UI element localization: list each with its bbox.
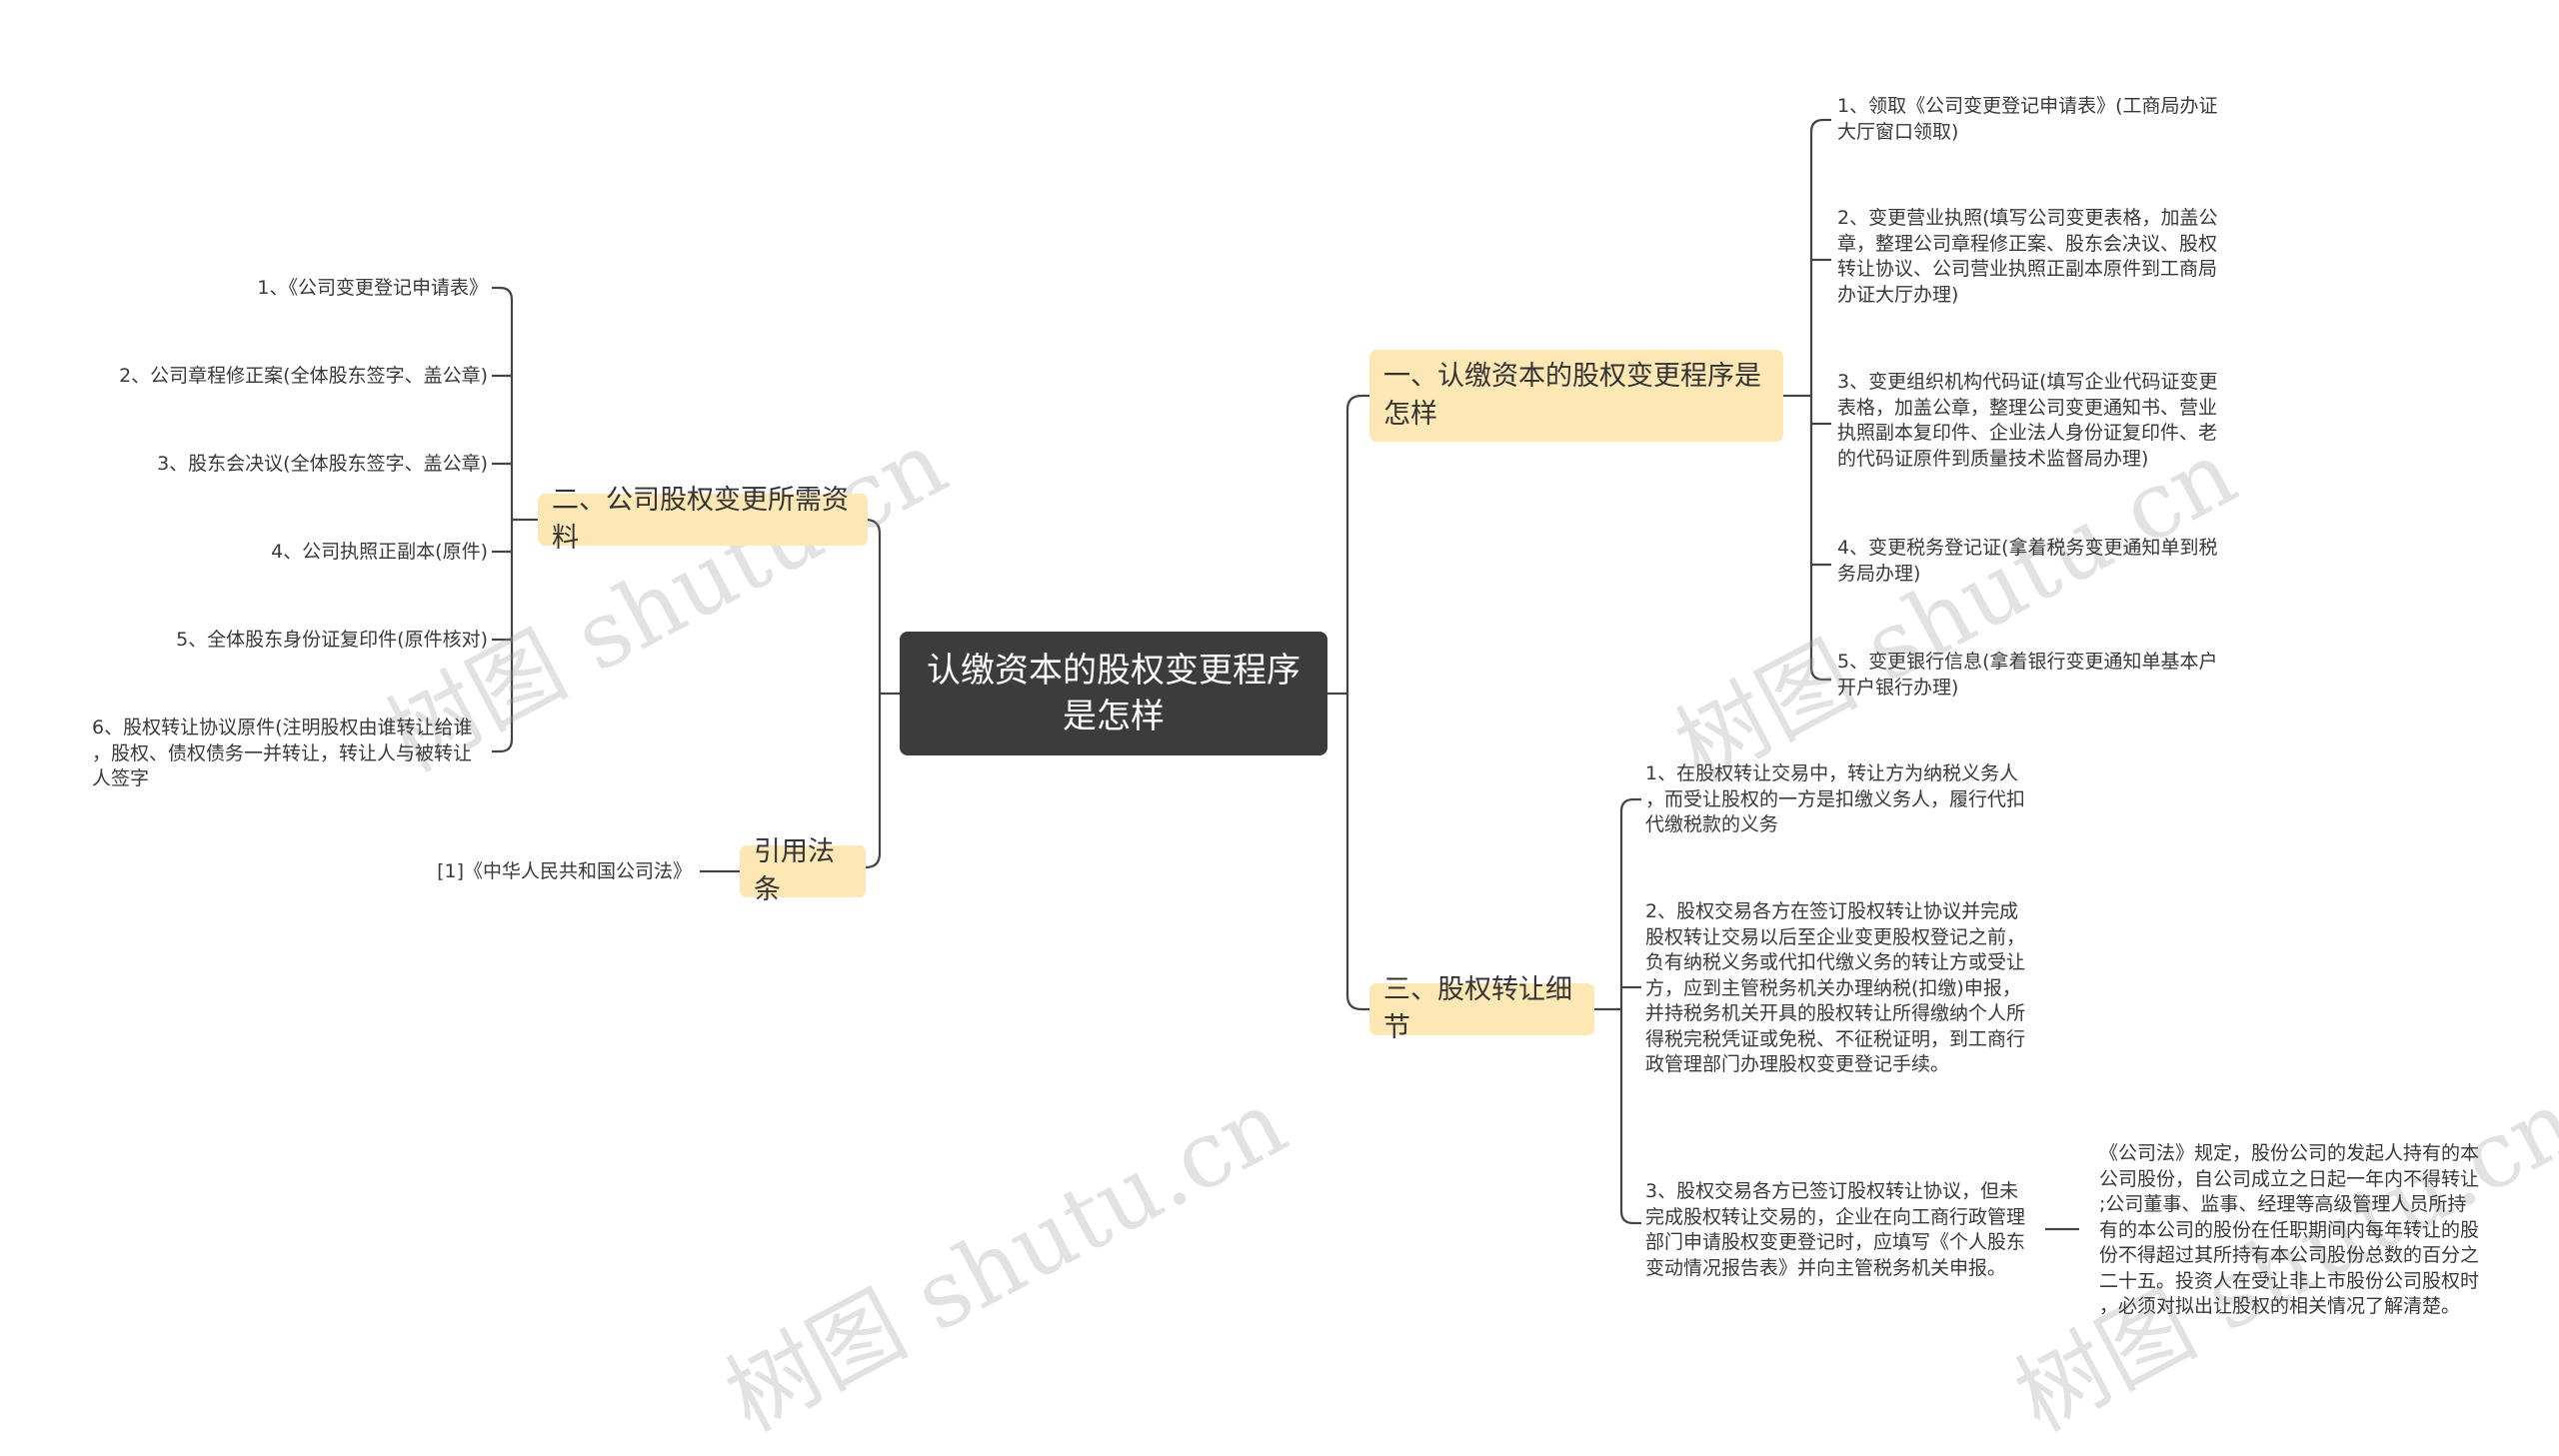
branch-procedure[interactable]: 一、认缴资本的股权变更程序是怎样 [1369, 350, 1783, 442]
branch-cited-law-label: 引用法条 [754, 836, 835, 905]
cited-law-item: [1]《中华人民共和国公司法》 [437, 860, 692, 882]
procedure-step-2: 2、变更营业执照(填写公司变更表格，加盖公 章，整理公司章程修正案、股东会决议、… [1837, 207, 2218, 306]
root-topic-label: 认缴资本的股权变更程序 是怎样 [927, 651, 1300, 736]
detail-item-2: 2、股权交易各方在签订股权转让协议并完成 股权转让交易以后至企业变更股权登记之前… [1645, 900, 2026, 1075]
root-topic[interactable]: 认缴资本的股权变更程序 是怎样 [900, 632, 1327, 755]
branch-cited-law[interactable]: 引用法条 [740, 836, 866, 905]
material-item-6: 6、股权转让协议原件(注明股权由谁转让给谁 ，股权、债权债务一并转让，转让人与被… [92, 717, 473, 789]
procedure-step-4: 4、变更税务登记证(拿着税务变更通知单到税 务局办理) [1837, 537, 2218, 585]
company-law-note: 《公司法》规定，股份公司的发起人持有的本 公司股份，自公司成立之日起一年内不得转… [2099, 1142, 2480, 1317]
root-left-bracket [865, 518, 900, 869]
detail-item-3: 3、股权交易各方已签订股权转让协议，但未 完成股权转让交易的，企业在向工商行政管… [1645, 1180, 2026, 1279]
branch-procedure-label: 一、认缴资本的股权变更程序是怎样 [1383, 361, 1761, 430]
connector-lines [492, 118, 2079, 1231]
b3-bracket [1594, 797, 1641, 1225]
material-item-3: 3、股东会决议(全体股东签字、盖公章) [157, 453, 488, 475]
branch-transfer-details[interactable]: 三、股权转让细节 [1369, 974, 1594, 1043]
mind-map-canvas: 树图 shutu.cn 树图 shutu.cn 树图 shutu.cn 树图 s… [92, 95, 2559, 1452]
material-item-4: 4、公司执照正副本(原件) [271, 541, 488, 563]
branch-transfer-details-label: 三、股权转让细节 [1383, 974, 1572, 1043]
b2-bracket [492, 286, 538, 753]
material-item-1: 1、《公司变更登记申请表》 [257, 277, 488, 299]
procedure-step-1: 1、领取《公司变更登记申请表》(工商局办证 大厅窗口领取) [1837, 95, 2218, 143]
material-item-2: 2、公司章程修正案(全体股东签字、盖公章) [119, 365, 488, 387]
procedure-step-3: 3、变更组织机构代码证(填写企业代码证变更 表格，加盖公章，整理公司变更通知书、… [1837, 371, 2218, 470]
branch-required-materials[interactable]: 二、公司股权变更所需资料 [538, 485, 868, 554]
root-right-bracket [1327, 394, 1369, 1011]
material-item-5: 5、全体股东身份证复印件(原件核对) [176, 629, 488, 651]
detail-item-1: 1、在股权转让交易中，转让方为纳税义务人 ，而受让股权的一方是扣缴义务人，履行代… [1645, 762, 2026, 835]
b1-bracket [1783, 118, 1831, 682]
procedure-step-5: 5、变更银行信息(拿着银行变更通知单基本户 开户银行办理) [1837, 651, 2218, 699]
branch-required-materials-label: 二、公司股权变更所需资料 [552, 485, 849, 554]
